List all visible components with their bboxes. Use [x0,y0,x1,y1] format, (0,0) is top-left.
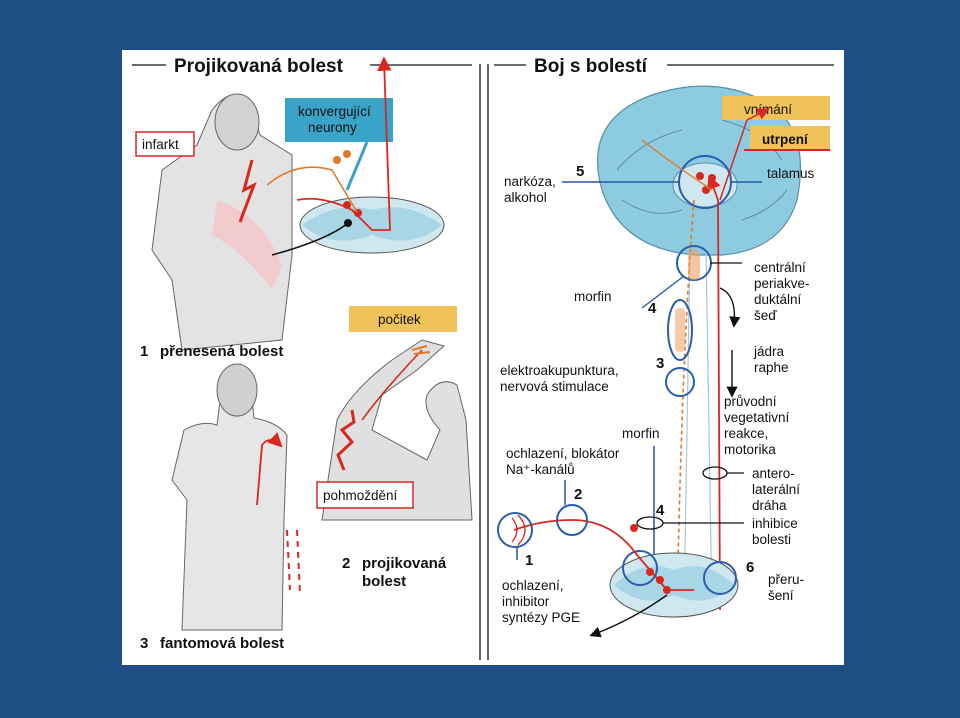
diagram-canvas: Projikovaná bolest infarkt konvergující … [132,56,834,660]
centralni-label-2: periakve- [754,276,810,291]
phantom-pathway [256,432,283,506]
vnimani-label-box [722,96,830,120]
caption-2-number: 2 [342,555,350,572]
narkoza-label-1: narkóza, [504,174,556,189]
konvergujici-label-box [285,98,393,142]
site-3-circle [665,367,695,397]
konvergujici-pointer [345,141,369,191]
pohmozdeni-label: pohmoždění [323,488,398,503]
infarkt-label-box [135,131,195,157]
talamus-label: talamus [767,166,815,181]
ochlazeni-blok-label-1: ochlazení, blokátor [506,446,620,461]
konvergujici-label-2: neurony [308,120,357,135]
preruseni-label-2: šení [768,588,794,603]
centralni-label-4: šeď [754,308,777,323]
morfin-top-label: morfin [574,289,612,304]
inhibice-label-2: bolesti [752,532,791,547]
inhibice-label-1: inhibice [752,516,798,531]
ochlazeni-blok-label-2: Na⁺-kanálů [506,462,575,477]
efferent-right [589,594,668,638]
left-title: Projikovaná bolest [174,56,344,77]
site-4a-number: 4 [648,300,657,317]
efferent-left [271,222,349,256]
figure-man-infarct [151,93,293,351]
site-1-circle [497,512,533,548]
figure-man-phantom-limb [171,363,301,631]
illustration-panel: Projikovaná bolest infarkt konvergující … [122,50,844,665]
utrpeni-label: utrpení [762,132,809,147]
peripheral-afferent [513,519,694,591]
elektro-label-1: elektroakupunktura, [500,363,619,378]
jadra-label-2: raphe [754,360,789,375]
ascending-pathway-left [296,56,392,231]
pocitek-label-box [349,306,457,332]
ochlazeni-inh-label-1: ochlazení, [502,578,564,593]
phantom-limb-outline [286,529,301,596]
site-2-circle [556,504,588,536]
figure-man-raised-arm [321,339,473,521]
pruvodni-label-3: reakce, [724,426,768,441]
antero-label-3: dráha [752,498,787,513]
pocitek-label: počitek [378,312,421,327]
visceral-afferent [266,166,358,213]
caption-3-text: fantomová bolest [160,635,284,652]
site-6-circle [703,561,737,595]
site-4b-number: 4 [656,502,665,519]
morfin-mid-label: morfin [622,426,660,441]
descending-pathway [676,199,695,611]
site-6-number: 6 [746,559,754,576]
antero-label-2: laterální [752,482,800,497]
utrpeni-label-box [750,126,830,150]
pohmozdeni-label-box [316,481,414,509]
ochlazeni-inh-label-3: syntézy PGE [502,610,580,625]
raphe-circle [667,299,693,361]
pruvodni-label-1: průvodní [724,394,777,409]
ascending-pathway-right [706,174,721,611]
infarct-pain-bolt [238,159,257,223]
referred-pathway [361,349,423,421]
ochlazeni-inh-label-2: inhibitor [502,594,550,609]
centralni-label-1: centrální [754,260,806,275]
jadra-label-1: jádra [753,344,785,359]
pruvodni-label-2: vegetativní [724,410,790,425]
infarkt-label: infarkt [142,137,179,152]
right-title: Boj s bolestí [534,56,648,77]
caption-1-number: 1 [140,343,148,360]
caption-1-text: přenesená bolest [160,343,283,360]
site-2-number: 2 [574,486,582,503]
site-3-number: 3 [656,355,664,372]
caption-2-text-1: projikovaná [362,555,447,572]
caption-2-text-2: bolest [362,573,406,590]
elektro-label-2: nervová stimulace [500,379,609,394]
vnimani-label: vnímání [744,102,792,117]
centralni-label-3: duktální [754,292,802,307]
preruseni-label-1: přeru- [768,572,804,587]
site-1-number: 1 [525,552,533,569]
caption-3-number: 3 [140,635,148,652]
narkoza-label-2: alkohol [504,190,547,205]
bruise-pain-bolt [336,409,356,471]
site-4-spinal-circle [622,550,658,586]
pruvodni-label-4: motorika [724,442,776,457]
antero-label-1: antero- [752,466,795,481]
konvergujici-label-1: konvergující [298,104,371,119]
site-5-number: 5 [576,163,584,180]
